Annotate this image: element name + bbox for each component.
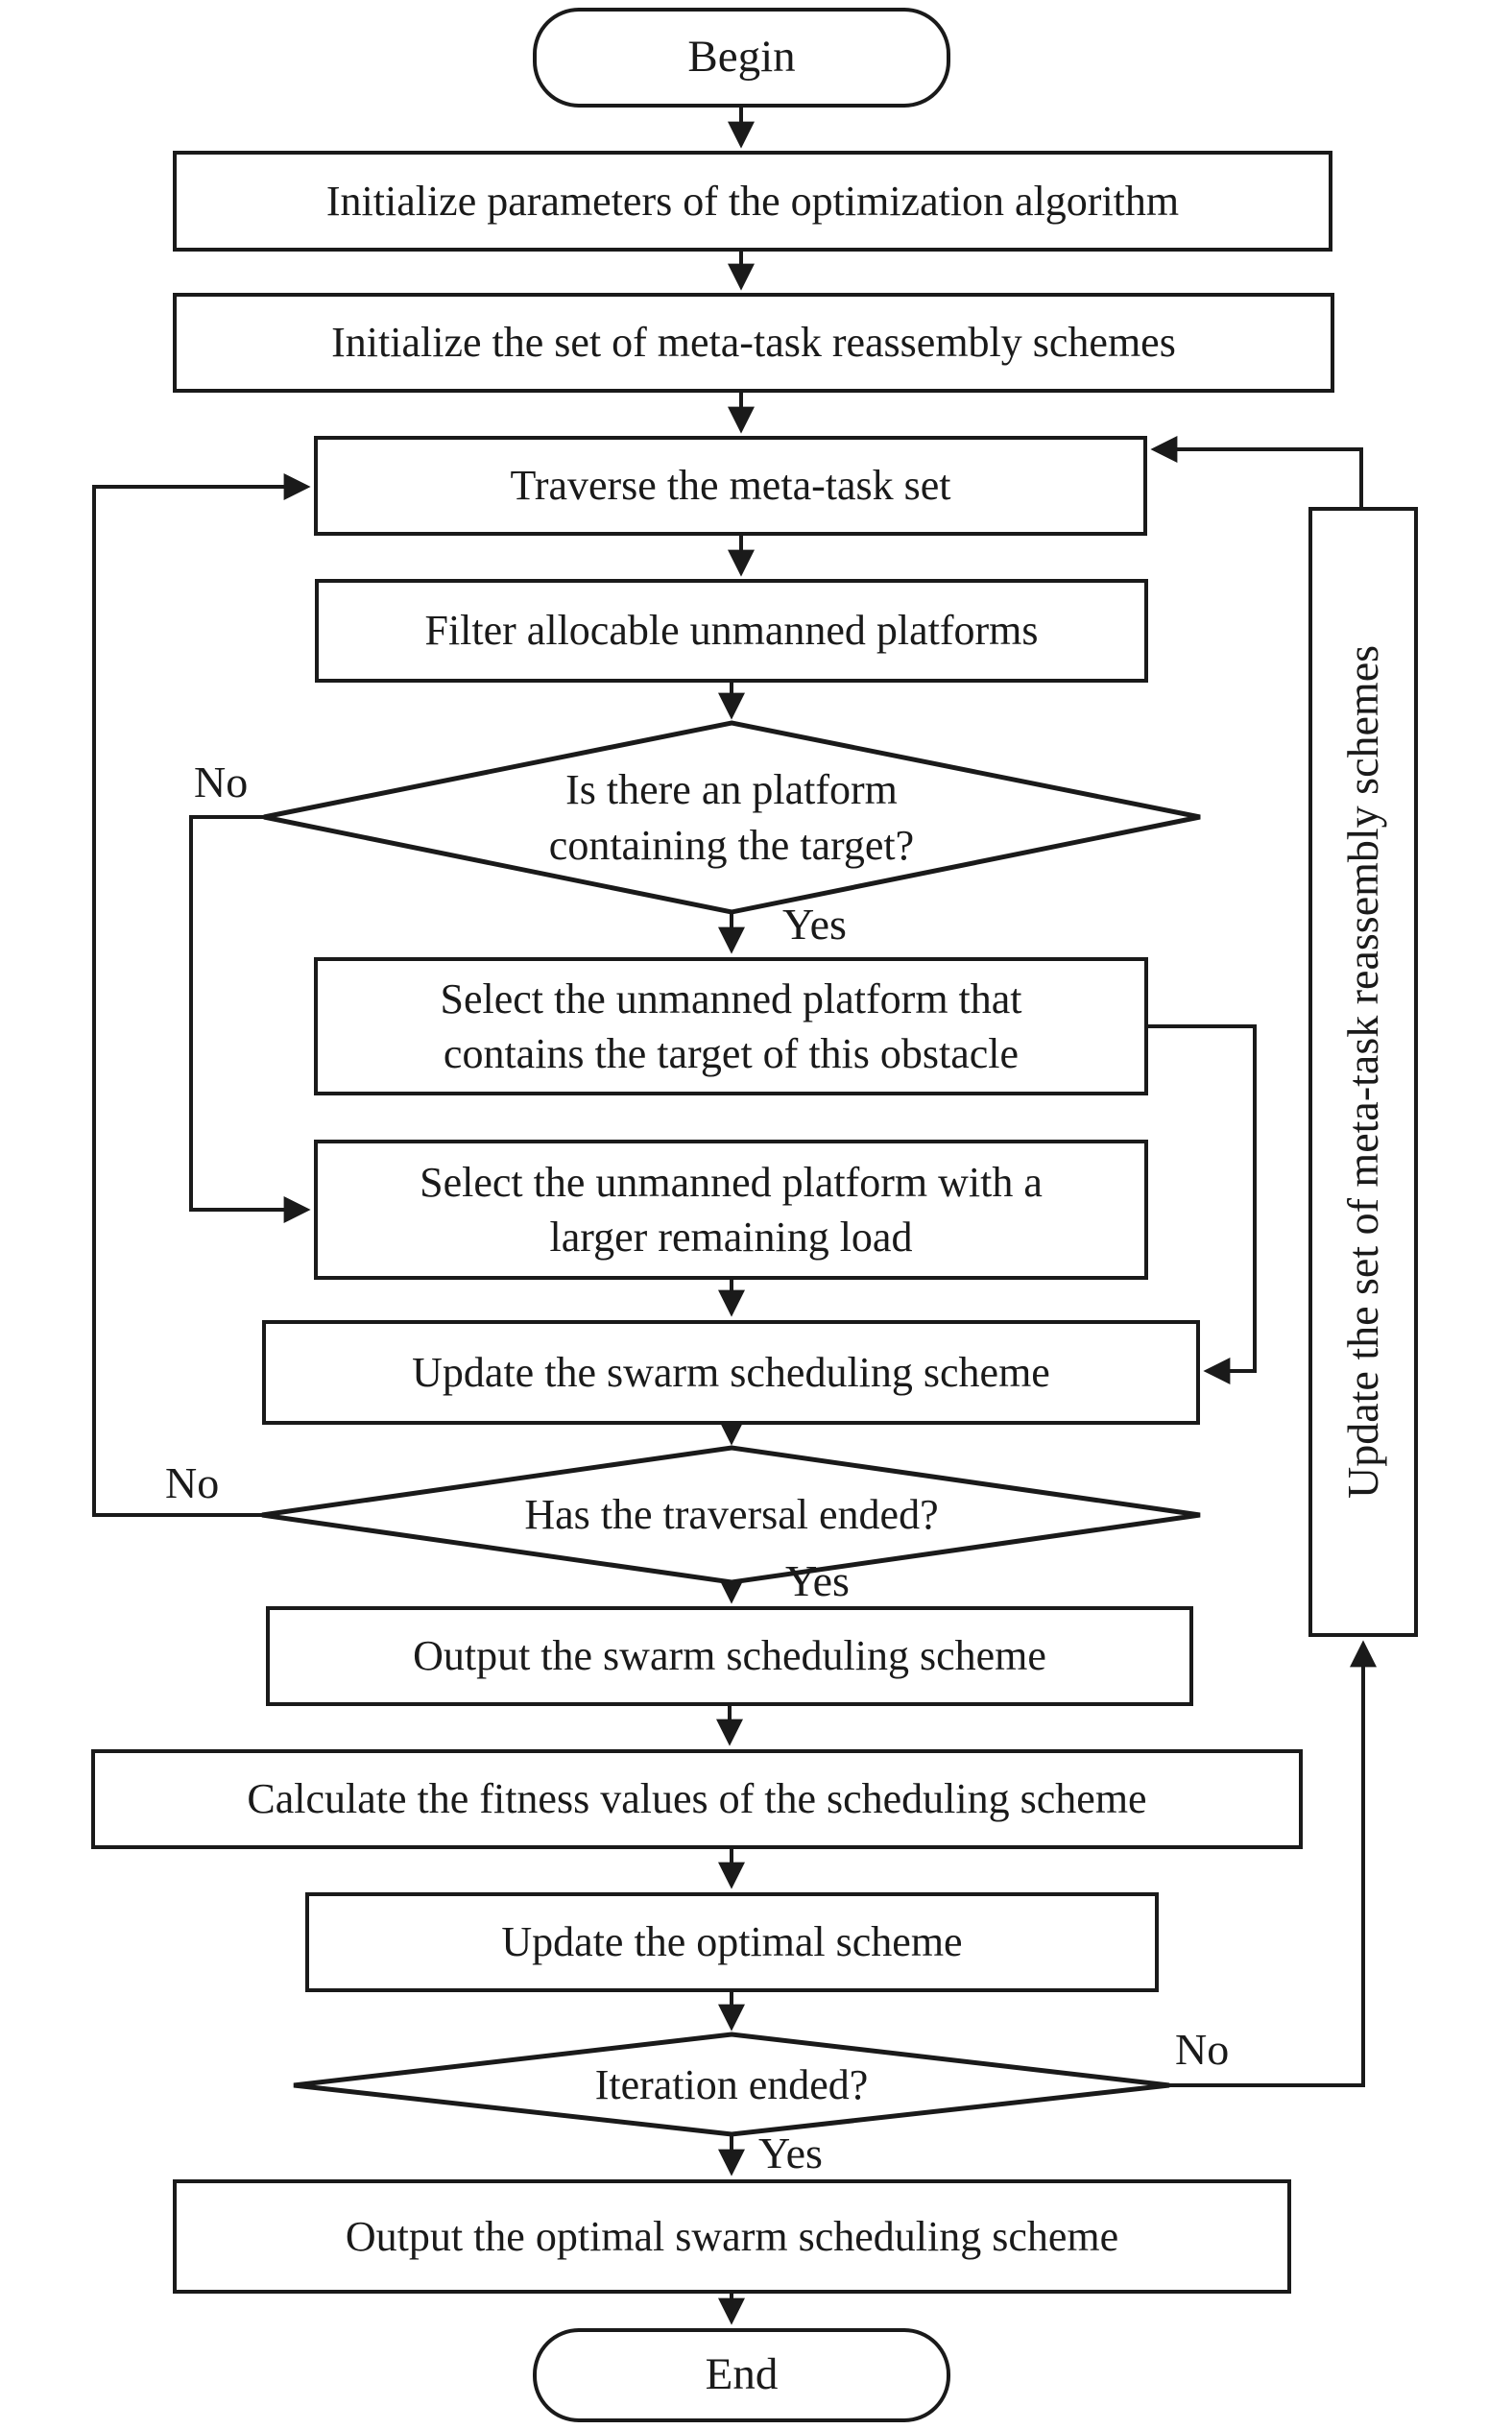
platform-decision-text: Is there an platform containing the targ… bbox=[548, 765, 915, 869]
iteration-no-label: No bbox=[1175, 2025, 1230, 2074]
platform-decision-diamond bbox=[263, 720, 1201, 915]
edge-traversal-no bbox=[92, 473, 311, 1517]
select-larger-step: Select the unmanned platform with a larg… bbox=[314, 1140, 1148, 1280]
begin-terminator: Begin bbox=[533, 8, 950, 108]
edge-iteration-no bbox=[1169, 1640, 1377, 2087]
update-set-step: Update the set of meta-task reassembly s… bbox=[1308, 507, 1418, 1637]
edge-select-contains-to-update-swarm bbox=[1148, 1024, 1257, 1384]
iteration-decision-text: Iteration ended? bbox=[594, 2060, 869, 2108]
select-contains-step: Select the unmanned platform that contai… bbox=[314, 957, 1148, 1095]
end-terminator: End bbox=[533, 2328, 950, 2422]
update-swarm-step: Update the swarm scheduling scheme bbox=[262, 1320, 1200, 1425]
iteration-decision-diamond bbox=[293, 2032, 1170, 2137]
traversal-decision-text: Has the traversal ended? bbox=[524, 1490, 939, 1538]
update-optimal-step: Update the optimal scheme bbox=[305, 1892, 1159, 1992]
traversal-no-label: No bbox=[165, 1458, 220, 1507]
traverse-step: Traverse the meta-task set bbox=[314, 436, 1147, 536]
platform-yes-label: Yes bbox=[782, 900, 847, 949]
init-params-step: Initialize parameters of the optimizatio… bbox=[173, 151, 1332, 252]
output-swarm-step: Output the swarm scheduling scheme bbox=[266, 1606, 1193, 1706]
update-set-label: Update the set of meta-task reassembly s… bbox=[1338, 644, 1388, 1500]
filter-step: Filter allocable unmanned platforms bbox=[315, 579, 1148, 683]
output-optimal-step: Output the optimal swarm scheduling sche… bbox=[173, 2179, 1291, 2294]
traversal-decision-diamond bbox=[261, 1445, 1201, 1585]
edge-platform-no bbox=[189, 815, 311, 1223]
init-schemes-step: Initialize the set of meta-task reassemb… bbox=[173, 293, 1334, 393]
traversal-yes-label: Yes bbox=[785, 1556, 850, 1605]
iteration-yes-label: Yes bbox=[758, 2128, 823, 2177]
edge-update-set-to-traverse bbox=[1150, 436, 1363, 507]
calc-fitness-step: Calculate the fitness values of the sche… bbox=[91, 1749, 1303, 1849]
platform-no-label: No bbox=[194, 758, 249, 806]
